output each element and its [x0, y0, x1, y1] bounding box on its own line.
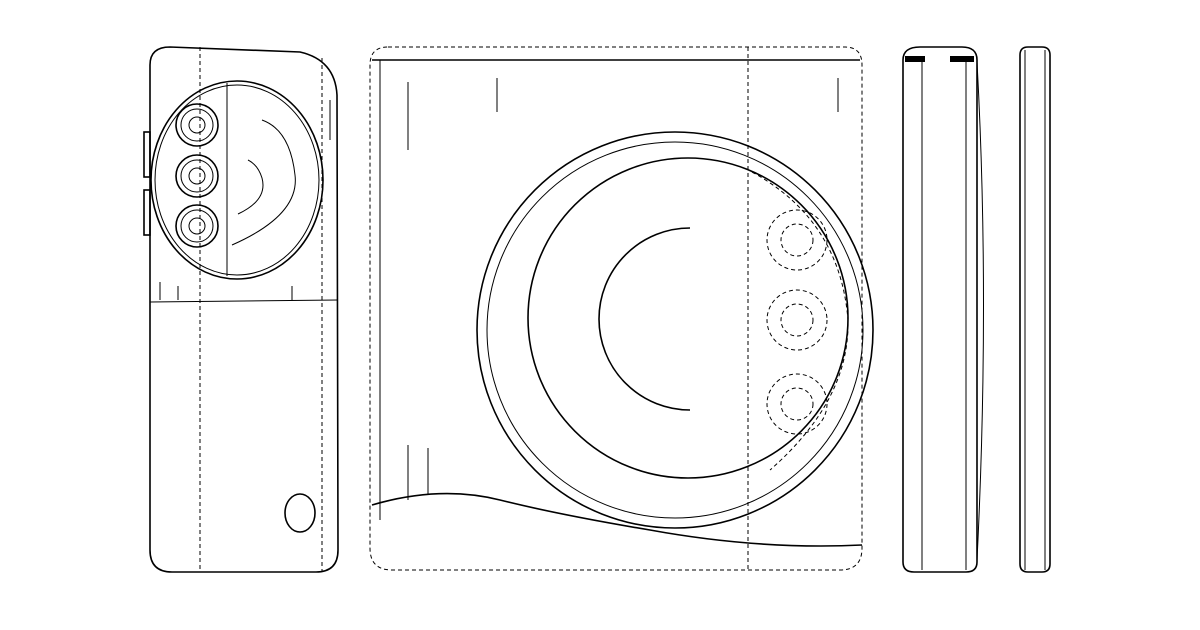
lens-stack: [175, 103, 219, 248]
bulge: [976, 61, 984, 561]
hinge-mark: [905, 56, 925, 62]
side-button: [143, 131, 151, 178]
side-button: [143, 189, 151, 236]
side-outline: [902, 46, 978, 573]
fold-line: [149, 299, 339, 303]
back-view: [143, 46, 339, 573]
outer-ring: [476, 131, 874, 529]
cover-display: [527, 157, 849, 479]
back-body-outline: [149, 46, 339, 573]
sensor-oval: [284, 493, 316, 533]
camera-island: [150, 80, 324, 280]
edge-view: [1019, 46, 1051, 573]
ring: [486, 141, 864, 519]
dashed-arc: [751, 171, 849, 471]
arc-inner: [237, 159, 264, 215]
fold-curve: [371, 492, 863, 547]
arc-outer: [231, 119, 296, 246]
c-arc: [598, 227, 691, 411]
hidden-lenses: [766, 209, 828, 435]
edge-outline: [1019, 46, 1051, 573]
hinge-mark: [950, 56, 974, 62]
side-view: [902, 46, 984, 573]
front-body-outline: [369, 46, 863, 571]
front-view: [369, 46, 874, 571]
camera-island-inner: [154, 84, 320, 276]
